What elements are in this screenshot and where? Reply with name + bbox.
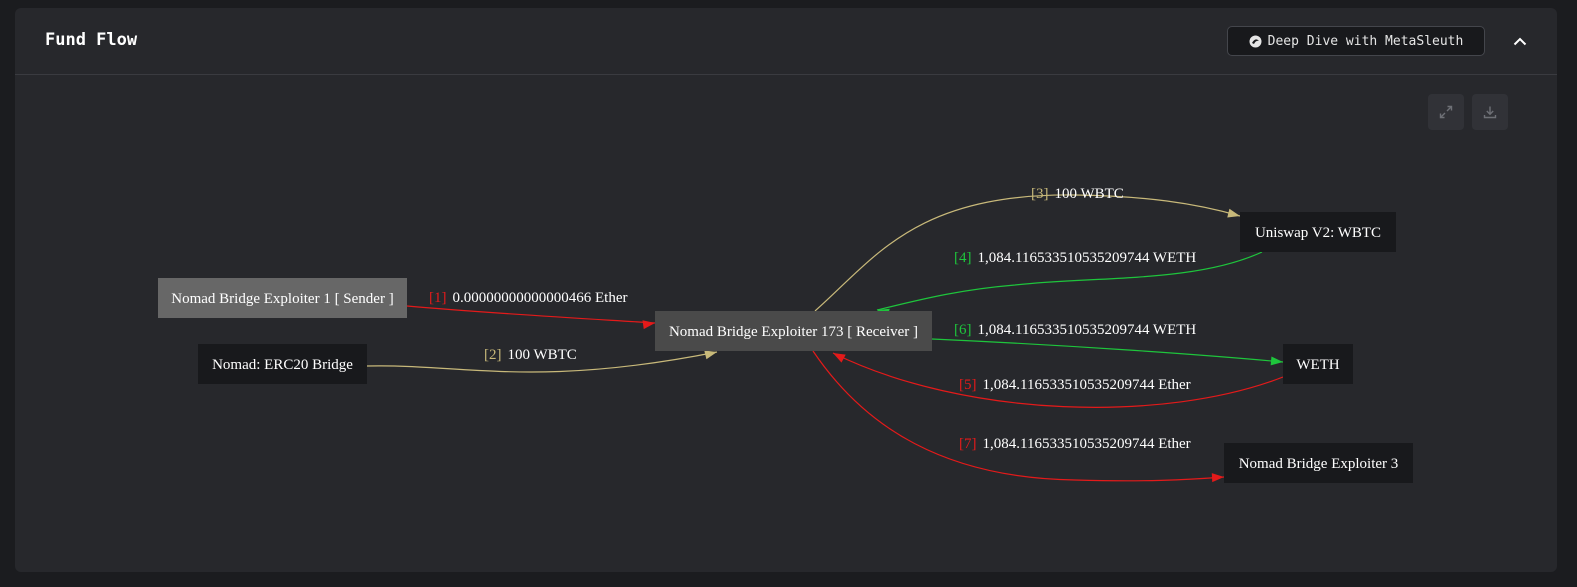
flow-edge: [4] 1,084.116533510535209744 WETH bbox=[876, 250, 1263, 318]
flow-node-weth[interactable]: WETH bbox=[1283, 344, 1353, 384]
node-box bbox=[1240, 212, 1396, 252]
flow-edge: [3] 100 WBTC bbox=[814, 186, 1241, 312]
edge-line bbox=[812, 350, 1225, 482]
node-box bbox=[1224, 443, 1413, 483]
collapse-button[interactable] bbox=[1509, 30, 1531, 52]
edge-index: [1] bbox=[429, 290, 447, 306]
fund-flow-graph: [1]0.00000000000000466 Ether[2]100 WBTC[… bbox=[158, 186, 1413, 483]
expand-icon bbox=[1439, 105, 1453, 119]
flow-node-erc20[interactable]: Nomad: ERC20 Bridge bbox=[198, 344, 367, 384]
download-button[interactable] bbox=[1472, 94, 1508, 130]
edge-index: [7] bbox=[959, 436, 977, 452]
edge-label: [3] 100 WBTC bbox=[1031, 186, 1124, 202]
edge-line bbox=[931, 338, 1284, 363]
download-icon bbox=[1483, 106, 1497, 119]
flow-edge: [2] 100 WBTC bbox=[366, 347, 718, 373]
chevron-up-icon bbox=[1513, 37, 1527, 45]
edge-arrowhead bbox=[1270, 356, 1283, 366]
edge-amount: 1,084.116533510535209744 WETH bbox=[978, 322, 1197, 338]
edge-index: [4] bbox=[954, 250, 972, 266]
flow-node-exploiter3[interactable]: Nomad Bridge Exploiter 3 bbox=[1224, 443, 1413, 483]
panel-title: Fund Flow bbox=[45, 30, 138, 50]
edge-line bbox=[832, 352, 1284, 408]
edge-label: [1] 0.00000000000000466 Ether bbox=[429, 290, 627, 306]
fullscreen-button[interactable] bbox=[1428, 94, 1464, 130]
metasleuth-logo-icon bbox=[1249, 35, 1262, 48]
deep-dive-button[interactable]: Deep Dive with MetaSleuth bbox=[1227, 26, 1485, 56]
node-label: Nomad Bridge Exploiter 1 [ Sender ] bbox=[171, 291, 393, 307]
edge-line bbox=[366, 351, 718, 373]
edge-label: [2] 100 WBTC bbox=[484, 347, 577, 363]
edge-index: [2] bbox=[484, 347, 502, 363]
edge-label: [6] 1,084.116533510535209744 WETH bbox=[954, 322, 1196, 338]
edge-arrowhead bbox=[704, 350, 717, 360]
edge-line bbox=[876, 251, 1263, 311]
flow-node-receiver[interactable]: Nomad Bridge Exploiter 173 [ Receiver ] bbox=[655, 311, 932, 351]
flow-edge: [7] 1,084.116533510535209744 Ether bbox=[812, 350, 1225, 483]
node-label: WETH bbox=[1296, 357, 1339, 373]
edge-amount: 1,084.116533510535209744 WETH bbox=[978, 250, 1197, 266]
flow-node-uniswap[interactable]: Uniswap V2: WBTC bbox=[1240, 212, 1396, 252]
edge-index: [6] bbox=[954, 322, 972, 338]
edge-label: [4] 1,084.116533510535209744 WETH bbox=[954, 250, 1196, 266]
edge-line bbox=[406, 305, 656, 324]
edge-line bbox=[814, 194, 1241, 312]
node-box bbox=[198, 344, 367, 384]
flow-node-sender[interactable]: Nomad Bridge Exploiter 1 [ Sender ] bbox=[158, 278, 407, 318]
fund-flow-panel: Fund Flow Deep Dive with MetaSleuth [1] 0… bbox=[15, 8, 1557, 572]
edge-label: [7] 1,084.116533510535209744 Ether bbox=[959, 436, 1191, 452]
flow-edge: [6] 1,084.116533510535209744 WETH bbox=[931, 322, 1284, 366]
node-label: Uniswap V2: WBTC bbox=[1255, 225, 1381, 241]
edge-arrowhead bbox=[1211, 473, 1224, 483]
deep-dive-label: Deep Dive with MetaSleuth bbox=[1267, 33, 1464, 49]
flow-edge: [1] 0.00000000000000466 Ether bbox=[406, 290, 656, 330]
edge-amount: 100 WBTC bbox=[1055, 186, 1124, 202]
node-label: Nomad: ERC20 Bridge bbox=[212, 357, 353, 373]
edge-amount: 100 WBTC bbox=[508, 347, 577, 363]
node-label: Nomad Bridge Exploiter 173 [ Receiver ] bbox=[669, 324, 918, 340]
edge-index: [3] bbox=[1031, 186, 1049, 202]
node-box bbox=[655, 311, 932, 351]
edge-arrowhead bbox=[833, 353, 846, 363]
edge-arrowhead bbox=[1227, 208, 1240, 218]
edge-label: [5] 1,084.116533510535209744 Ether bbox=[959, 377, 1191, 393]
edge-index: [5] bbox=[959, 377, 977, 393]
node-box bbox=[1283, 344, 1353, 384]
node-box bbox=[158, 278, 407, 318]
edge-amount: 1,084.116533510535209744 Ether bbox=[983, 377, 1191, 393]
edge-amount: 1,084.116533510535209744 Ether bbox=[983, 436, 1191, 452]
flow-edge: [5] 1,084.116533510535209744 Ether bbox=[832, 352, 1284, 408]
edge-amount: 0.00000000000000466 Ether bbox=[453, 290, 628, 306]
edge-arrowhead bbox=[642, 320, 655, 330]
node-label: Nomad Bridge Exploiter 3 bbox=[1239, 456, 1399, 472]
panel-header: Fund Flow Deep Dive with MetaSleuth bbox=[15, 8, 1557, 75]
